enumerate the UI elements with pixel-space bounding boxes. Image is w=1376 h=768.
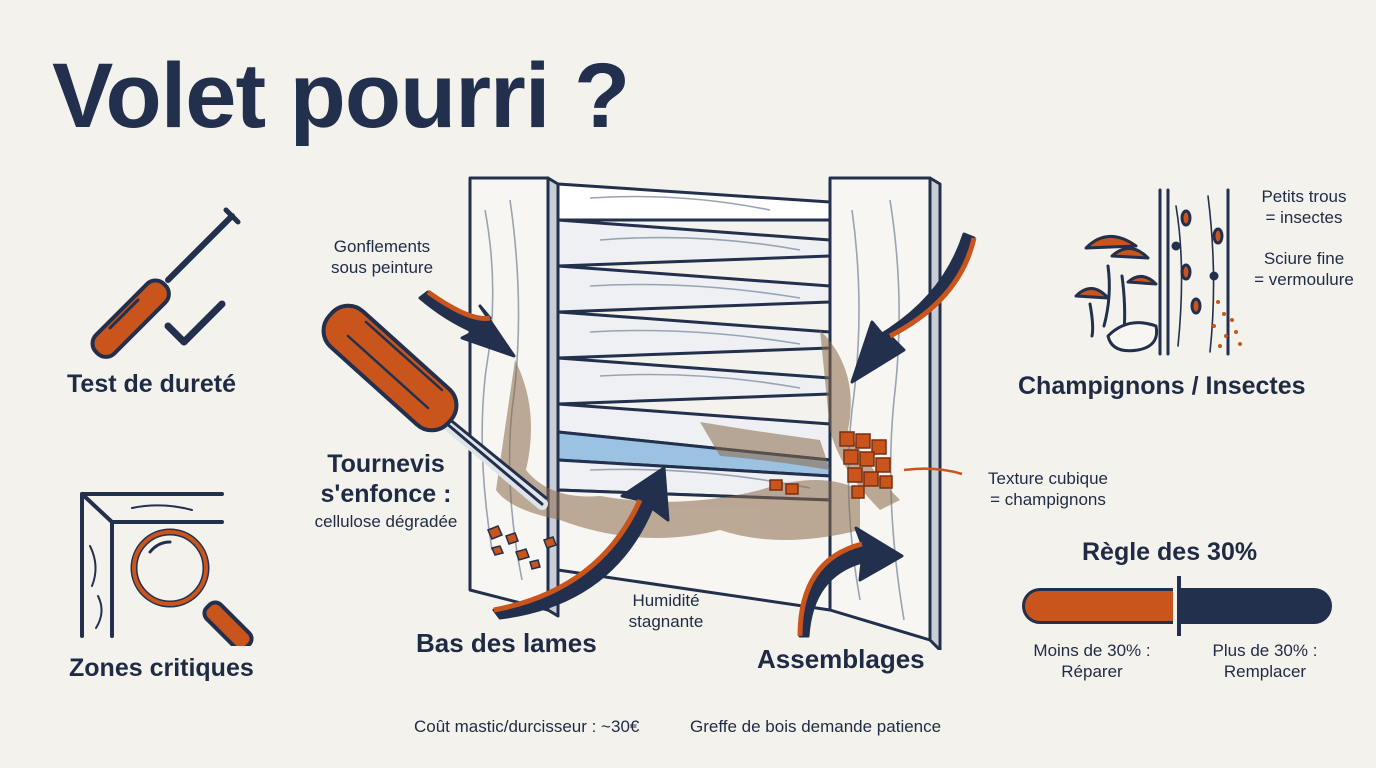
mushroom-icon [1074, 188, 1242, 356]
footer-cost: Coût mastic/durcisseur : ~30€ [414, 717, 640, 736]
joints-label: Assemblages [757, 644, 925, 674]
humidity-label-line1: Humidité [632, 591, 700, 610]
screwdriver-title-line1: Tournevis [327, 450, 445, 478]
hardness-test-label: Test de dureté [67, 370, 237, 398]
rule-bar-repair-segment [1025, 591, 1174, 621]
rule-title: Règle des 30% [1082, 538, 1258, 566]
swelling-label-line1: Gonflements [333, 237, 431, 256]
holes-note-line2: = insectes [1265, 208, 1343, 228]
rule-right-line1: Plus de 30% : [1212, 641, 1318, 660]
magnifier-icon [80, 492, 254, 646]
screwdriver-icon [321, 303, 548, 510]
dust-note-line1: Sciure fine [1263, 249, 1345, 268]
footer-graft: Greffe de bois demande patience [690, 717, 942, 736]
holes-note-line1: Petits trous [1261, 187, 1347, 206]
humidity-label-line2: stagnante [628, 612, 704, 632]
rule-divider [1173, 576, 1181, 636]
screwdriver-title-line2: s'enfonce : [320, 479, 452, 508]
page-title: Volet pourri ? [52, 45, 630, 147]
screwdriver-check-icon [90, 207, 241, 359]
fungi-insects-label: Champignons / Insectes [1018, 372, 1306, 400]
swelling-label-line2: sous peinture [330, 258, 434, 278]
screwdriver-note: cellulose dégradée [314, 512, 458, 531]
rule-left-line2: Réparer [1061, 662, 1123, 682]
bottom-slats-label: Bas des lames [416, 628, 597, 658]
cubic-texture-line1: Texture cubique [987, 469, 1109, 488]
critical-zones-label: Zones critiques [69, 654, 254, 682]
rule-left-line1: Moins de 30% : [1033, 641, 1151, 660]
rule-right-line2: Remplacer [1223, 662, 1307, 682]
cubic-texture-line2: = champignons [990, 490, 1106, 510]
dust-note-line2: = vermoulure [1254, 270, 1354, 290]
